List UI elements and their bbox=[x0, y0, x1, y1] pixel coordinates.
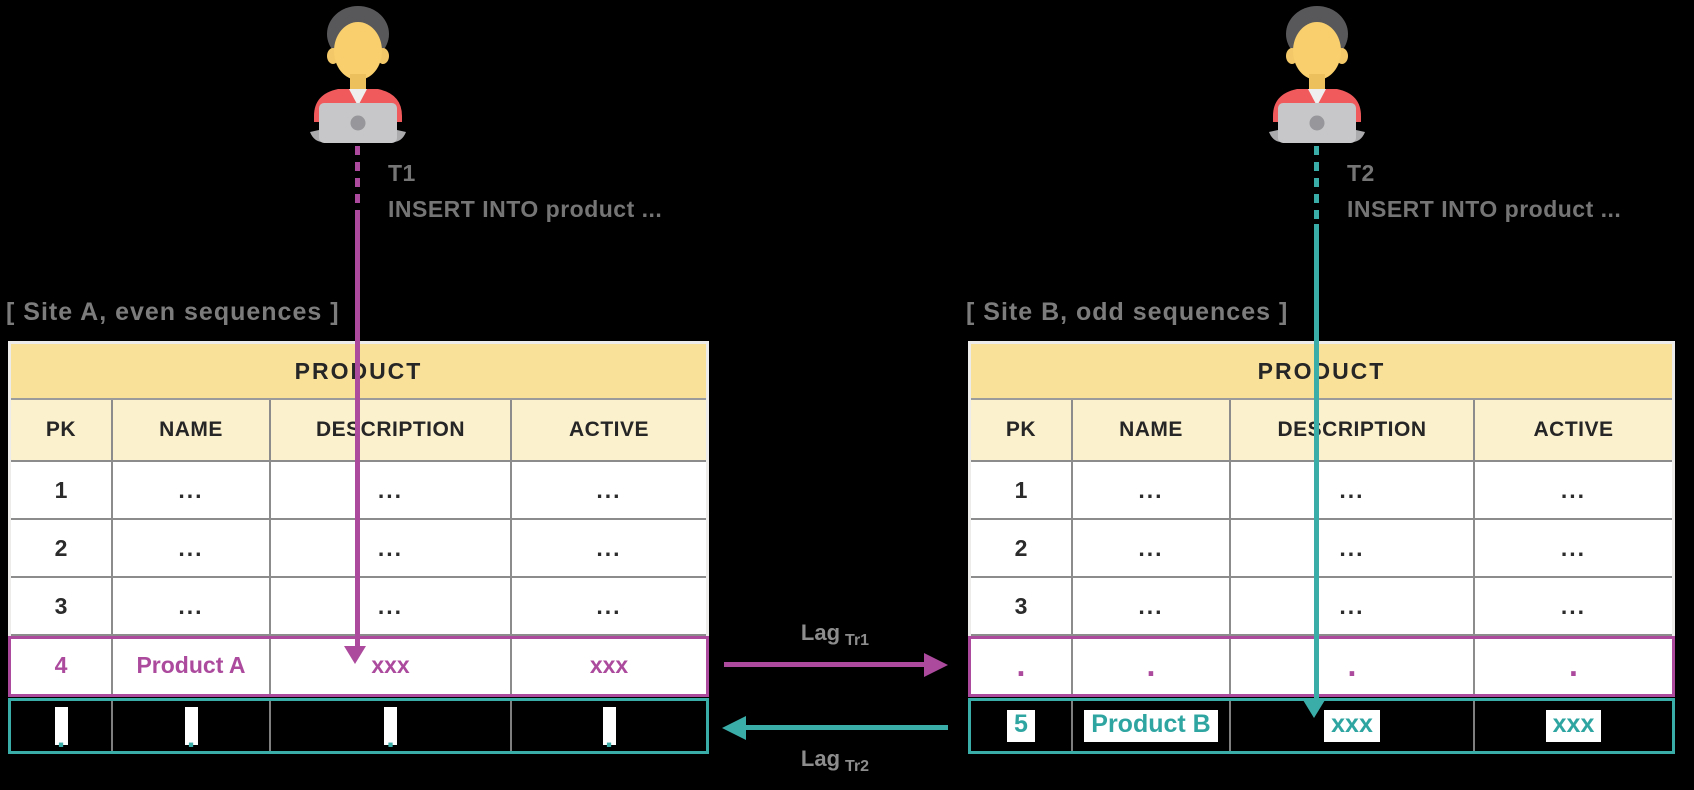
pending-value: . bbox=[184, 707, 198, 753]
cell-active: xxx bbox=[1545, 710, 1602, 742]
cell-pk: 3 bbox=[11, 578, 113, 634]
cell-active: ... bbox=[1560, 593, 1587, 619]
column-header: NAME bbox=[1073, 400, 1231, 460]
cell-name: ... bbox=[113, 462, 271, 518]
t1-dotted-line bbox=[355, 146, 360, 218]
incoming-row-highlight: . . . . bbox=[968, 634, 1675, 697]
cell-pk: 3 bbox=[971, 578, 1073, 634]
lag-tr1-arrowhead-icon bbox=[924, 653, 948, 677]
cell-active: ... bbox=[596, 593, 622, 619]
column-header: DESCRIPTION bbox=[1231, 400, 1475, 460]
pending-value: . bbox=[1016, 647, 1026, 683]
pending-value: . bbox=[602, 707, 616, 753]
column-header: PK bbox=[971, 400, 1073, 460]
t2-dotted-line bbox=[1314, 146, 1319, 224]
table-row: 2 ... ... ... bbox=[971, 518, 1672, 576]
column-header: PK bbox=[11, 400, 113, 460]
cell-active: ... bbox=[596, 477, 622, 503]
cell-pk: 1 bbox=[11, 462, 113, 518]
t2-line bbox=[1314, 224, 1319, 700]
column-header: DESCRIPTION bbox=[271, 400, 512, 460]
cell-pk: 4 bbox=[11, 636, 113, 694]
cell-pk: 2 bbox=[11, 520, 113, 576]
cell-description: ... bbox=[271, 520, 512, 576]
cell-pk: 5 bbox=[1007, 710, 1035, 742]
site-b-table: PRODUCT PK NAME DESCRIPTION ACTIVE 1 ...… bbox=[968, 341, 1675, 697]
t1-label: T1 bbox=[388, 160, 416, 186]
cell-active: ... bbox=[596, 535, 622, 561]
cell-description: xxx bbox=[271, 636, 512, 694]
cell-name: ... bbox=[1073, 578, 1231, 634]
t2-query: INSERT INTO product ... bbox=[1347, 196, 1622, 222]
column-header: ACTIVE bbox=[1533, 418, 1614, 441]
cell-active: ... bbox=[1560, 477, 1587, 503]
site-b-inserted-row: 5 Product B xxx xxx bbox=[968, 698, 1675, 754]
pending-value: . bbox=[54, 707, 68, 753]
cell-name: ... bbox=[1073, 520, 1231, 576]
column-header: ACTIVE bbox=[568, 418, 649, 441]
site-a-incoming-row: . . . . bbox=[8, 698, 709, 754]
cell-description: ... bbox=[271, 462, 512, 518]
cell-description: ... bbox=[1231, 462, 1475, 518]
cell-description: xxx bbox=[1324, 710, 1380, 742]
lag-tr2-arrow bbox=[746, 725, 948, 730]
cell-description: ... bbox=[271, 578, 512, 634]
table-row: 3 ... ... ... bbox=[971, 576, 1672, 634]
pending-value: . bbox=[1569, 647, 1578, 683]
user-laptop-icon bbox=[310, 6, 406, 143]
cell-active: xxx bbox=[589, 651, 629, 678]
table-title: PRODUCT bbox=[971, 344, 1672, 400]
t1-arrowhead-icon bbox=[344, 646, 366, 664]
site-a-caption: [ Site A, even sequences ] bbox=[6, 298, 340, 326]
cell-active: ... bbox=[1560, 535, 1587, 561]
cell-name: Product A bbox=[113, 636, 271, 694]
user-laptop-icon bbox=[1269, 6, 1365, 143]
pending-value: . bbox=[384, 707, 397, 753]
t2-arrowhead-icon bbox=[1303, 700, 1325, 718]
site-b-caption: [ Site B, odd sequences ] bbox=[966, 298, 1289, 326]
column-header: NAME bbox=[113, 400, 271, 460]
pending-value: . bbox=[1146, 647, 1156, 683]
cell-pk: 1 bbox=[971, 462, 1073, 518]
cell-name: ... bbox=[1073, 462, 1231, 518]
cell-name: ... bbox=[113, 578, 271, 634]
t2-label: T2 bbox=[1347, 160, 1375, 186]
cell-pk: 2 bbox=[971, 520, 1073, 576]
cell-name: ... bbox=[113, 520, 271, 576]
lag-tr1-arrow bbox=[724, 662, 924, 667]
table-header-row: PK NAME DESCRIPTION ACTIVE bbox=[971, 400, 1672, 460]
user-at-laptop-icon bbox=[1265, 4, 1369, 144]
cell-name: Product B bbox=[1084, 710, 1218, 742]
lag-tr2-arrowhead-icon bbox=[722, 716, 746, 740]
pending-value: . bbox=[1347, 647, 1357, 683]
t1-query: INSERT INTO product ... bbox=[388, 196, 663, 222]
t1-line bbox=[355, 218, 360, 646]
user-at-laptop-icon bbox=[306, 4, 410, 144]
cell-description: ... bbox=[1231, 520, 1475, 576]
cell-description: ... bbox=[1231, 578, 1475, 634]
table-row: 1 ... ... ... bbox=[971, 460, 1672, 518]
